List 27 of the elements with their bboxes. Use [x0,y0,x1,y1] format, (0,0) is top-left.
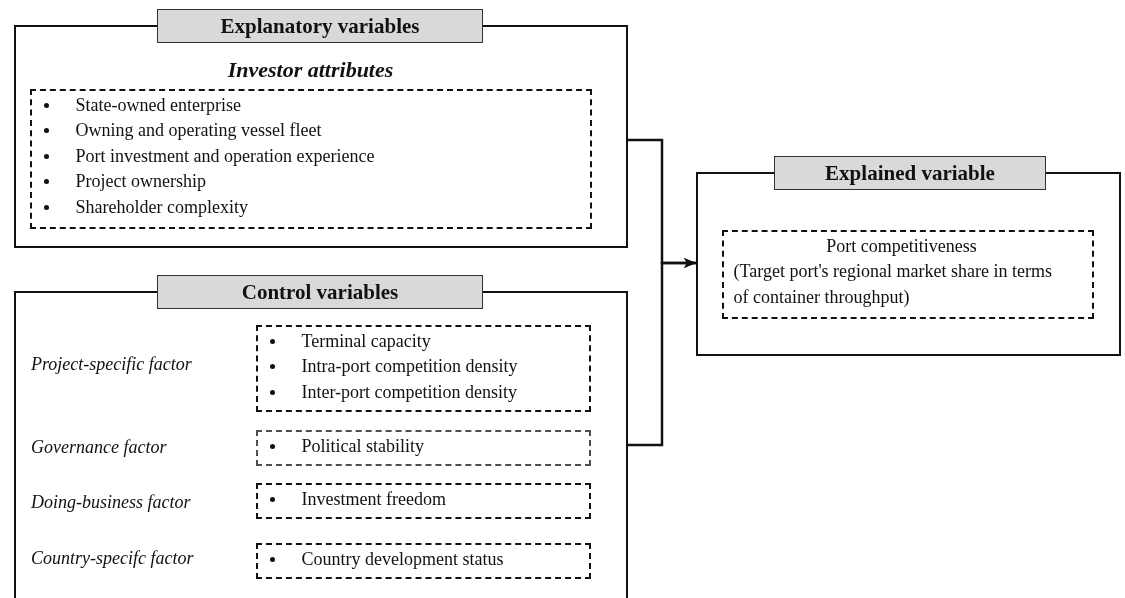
variable-box [255,482,591,519]
variable-box [255,429,591,466]
variable-description: (Target port's regional market share in terms of container throughput) [733,260,1054,309]
group-header: Explanatory variables [157,9,483,43]
group-header: Control variables [157,275,483,309]
list-item: Shareholder complexity [75,195,248,219]
variable-box [255,324,591,412]
connector-arrow [628,258,696,447]
list-item: Port investment and operation experience [75,144,375,168]
variable-box [255,542,591,579]
list-item: State-owned enterprise [75,93,241,117]
factor-label: Governance factor [31,437,167,458]
factor-label: Doing-business factor [31,492,191,513]
list-item: Owning and operating vessel fleet [75,119,322,143]
list-item: Investment freedom [301,487,446,511]
list-item: Terminal capacity [301,329,431,353]
variable-name: Port competitiveness [825,234,978,258]
list-item: Intra-port competition density [301,355,518,379]
group-header: Explained variable [774,156,1046,190]
box-heading: Investor attributes [226,55,395,84]
list-item: Country development status [301,547,504,571]
factor-label: Country-specifc factor [31,548,194,569]
list-item: Inter-port competition density [301,380,518,404]
list-item: Project ownership [75,170,206,194]
variable-box [721,229,1094,319]
list-item: Political stability [301,434,424,458]
factor-label: Project-specific factor [31,354,192,375]
